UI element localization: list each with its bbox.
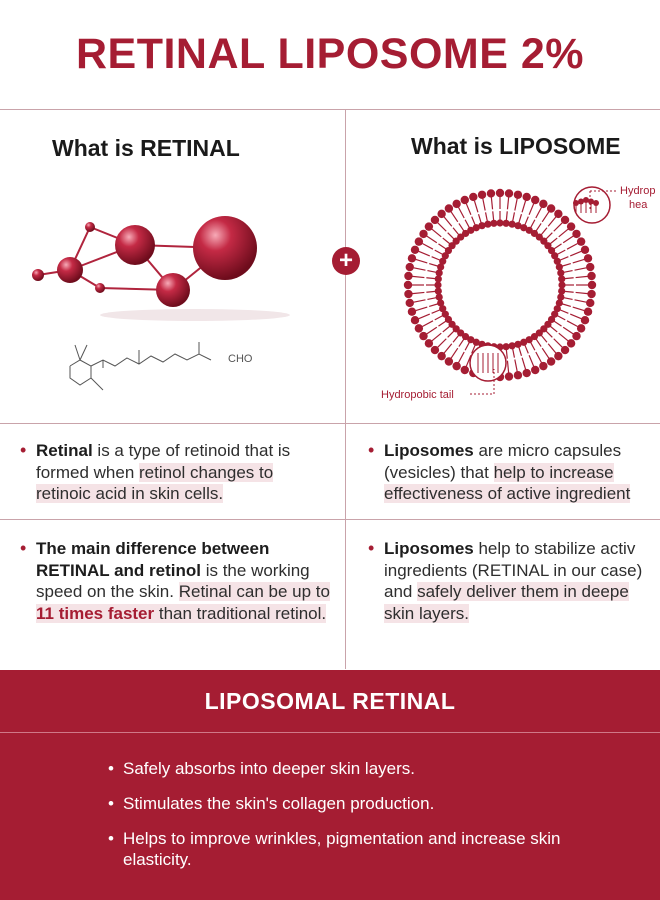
svg-text:hea: hea	[629, 199, 648, 211]
page-title: RETINAL LIPOSOME 2%	[75, 30, 585, 78]
liposome-bullet-2: • Liposomes help to stabilize activ ingr…	[368, 538, 643, 623]
list-item: Stimulates the skin's collagen productio…	[108, 793, 628, 814]
divider-vertical	[345, 109, 346, 669]
formula-label: CHO	[228, 353, 253, 365]
divider-middle	[0, 423, 660, 424]
svg-text:Hydrop: Hydrop	[620, 185, 655, 197]
retinal-molecule-illustration: CHO	[32, 216, 290, 391]
bullet-dot-icon: •	[368, 440, 375, 460]
retinal-bullet-1: • Retinal is a type of retinoid that is …	[20, 440, 291, 503]
bullet-dot-icon: •	[20, 440, 27, 460]
list-item: Safely absorbs into deeper skin layers.	[108, 758, 628, 779]
bullet-dot-icon: •	[368, 538, 375, 558]
svg-text:Hydropobic tail: Hydropobic tail	[381, 389, 454, 401]
bottom-divider	[0, 732, 660, 733]
plus-icon: +	[332, 247, 360, 275]
bullet-dot-icon: •	[20, 538, 27, 558]
liposome-illustration: Hydrop hea Hydropobic tail	[381, 185, 655, 401]
benefits-list: Safely absorbs into deeper skin layers. …	[108, 758, 628, 884]
liposome-heading: What is LIPOSOME	[411, 133, 621, 159]
divider-lower	[0, 519, 660, 520]
list-item: Helps to improve wrinkles, pigmentation …	[108, 828, 628, 870]
divider-top	[0, 109, 660, 110]
retinal-bullet-2: • The main difference between RETINAL an…	[20, 538, 330, 623]
retinal-heading: What is RETINAL	[52, 135, 240, 161]
liposomal-retinal-heading: LIPOSOMAL RETINAL	[204, 688, 456, 714]
liposome-bullet-1: • Liposomes are micro capsules (vesicles…	[368, 440, 631, 503]
